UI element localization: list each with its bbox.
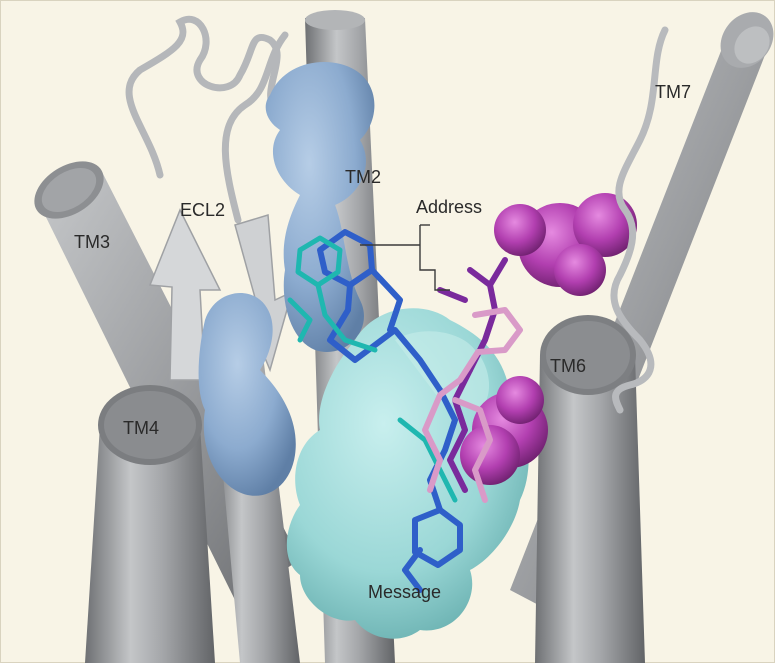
label-tm3: TM3 <box>74 232 110 252</box>
label-tm7: TM7 <box>655 82 691 102</box>
label-address: Address <box>416 197 482 217</box>
label-tm2: TM2 <box>345 167 381 187</box>
label-tm4: TM4 <box>123 418 159 438</box>
label-ecl2: ECL2 <box>180 200 225 220</box>
label-tm6: TM6 <box>550 356 586 376</box>
label-message: Message <box>368 582 441 602</box>
